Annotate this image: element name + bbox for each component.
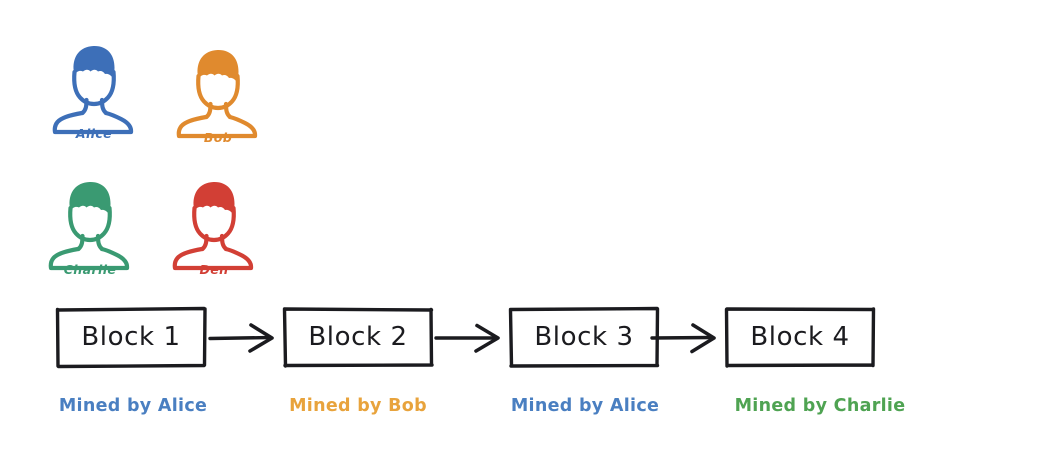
- chain-block-2[interactable]: Block 2: [282, 306, 434, 368]
- block-caption-1: Mined by Alice: [58, 396, 208, 416]
- person-avatar-icon: [172, 181, 254, 271]
- block-outline-shape: [724, 307, 876, 368]
- person-avatar-icon: [176, 49, 258, 139]
- block-label: Block 4: [750, 322, 850, 352]
- block-caption-3: Mined by Alice: [510, 396, 660, 416]
- participant-name-alice: Alice: [75, 126, 113, 141]
- chain-block-3[interactable]: Block 3: [508, 306, 660, 368]
- block-caption-4: Mined by Charlie: [734, 396, 906, 416]
- block-label: Block 2: [308, 322, 408, 352]
- block-label: Block 1: [81, 322, 181, 352]
- participant-avatar-bob[interactable]: Bob: [172, 40, 264, 158]
- block-caption-2: Mined by Bob: [289, 396, 427, 416]
- participant-avatar-charlie[interactable]: Charlie: [44, 172, 136, 290]
- arrow-block3-to-block4: [650, 323, 716, 354]
- arrow-block1-to-block2: [208, 323, 274, 353]
- participant-name-den: Den: [199, 262, 229, 277]
- person-avatar-icon: [48, 181, 130, 271]
- chain-block-1[interactable]: Block 1: [55, 306, 207, 369]
- block-outline-shape: [282, 307, 434, 368]
- chain-block-4[interactable]: Block 4: [724, 306, 876, 368]
- participant-avatar-den[interactable]: Den: [168, 172, 260, 290]
- block-outline-shape: [55, 306, 207, 369]
- person-avatar-icon: [52, 45, 134, 135]
- participant-name-charlie: Charlie: [63, 262, 117, 277]
- arrow-block2-to-block3: [434, 323, 500, 353]
- participant-avatar-alice[interactable]: Alice: [48, 36, 140, 154]
- block-label: Block 3: [534, 322, 634, 352]
- participant-name-bob: Bob: [203, 130, 233, 145]
